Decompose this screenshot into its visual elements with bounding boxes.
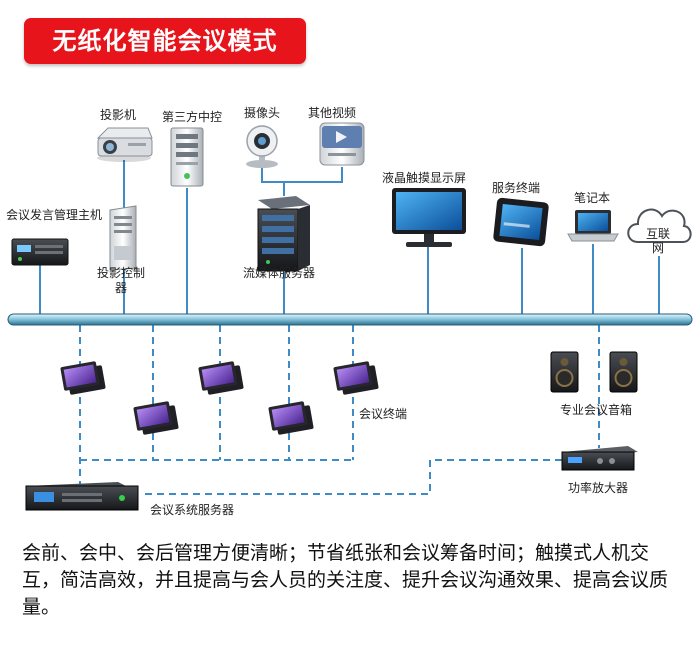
label-projector-controller: 投影控制器 (96, 266, 145, 295)
label-laptop: 笔记本 (574, 191, 611, 205)
network-bus (7, 313, 693, 326)
label-projector: 投影机 (100, 108, 137, 122)
label-internet: 互联网 (645, 227, 670, 255)
streaming-server-icon (257, 196, 310, 272)
speaker-icon (550, 351, 579, 393)
meeting-terminal-icon (198, 361, 244, 395)
label-amplifier: 功率放大器 (568, 481, 629, 495)
solid-links (39, 160, 660, 318)
label-system-server: 会议系统服务器 (150, 503, 235, 517)
speaker-icon (609, 351, 638, 393)
projector-icon (96, 127, 153, 162)
label-speakers: 专业会议音箱 (560, 403, 633, 417)
control-tower-icon (170, 127, 204, 187)
cloud-icon (627, 208, 692, 243)
label-lcd-touch-display: 液晶触摸显示屏 (382, 171, 467, 185)
label-host-machine: 会议发言管理主机 (6, 208, 103, 222)
meeting-terminal-icons (60, 361, 379, 435)
meeting-terminal-icon (60, 361, 106, 395)
label-meeting-terminal: 会议终端 (359, 407, 408, 421)
label-camera: 摄像头 (244, 106, 281, 120)
webcam-icon (246, 125, 278, 168)
projector-controller-icon (109, 205, 137, 271)
media-drive-icon (319, 122, 365, 166)
meeting-terminal-icon (133, 401, 179, 435)
title-badge: 无纸化智能会议模式 (24, 18, 306, 64)
amplifier-icon (561, 446, 638, 471)
meeting-terminal-icon (268, 401, 314, 435)
dashed-links (79, 325, 600, 495)
lcd-display-icon (392, 188, 466, 247)
label-other-video: 其他视频 (308, 106, 357, 120)
tablet-icon (493, 197, 549, 247)
meeting-terminal-icon (333, 361, 379, 395)
system-server-icon (25, 482, 139, 511)
label-streaming-server: 流媒体服务器 (243, 266, 316, 280)
description-text: 会前、会中、会后管理方便清晰；节省纸张和会议筹备时间；触摸式人机交互，简洁高效，… (22, 542, 669, 618)
label-third-party-control: 第三方中控 (162, 110, 223, 124)
label-service-terminal: 服务终端 (492, 181, 541, 195)
laptop-icon (567, 210, 619, 242)
conference-host-icon (11, 238, 69, 266)
